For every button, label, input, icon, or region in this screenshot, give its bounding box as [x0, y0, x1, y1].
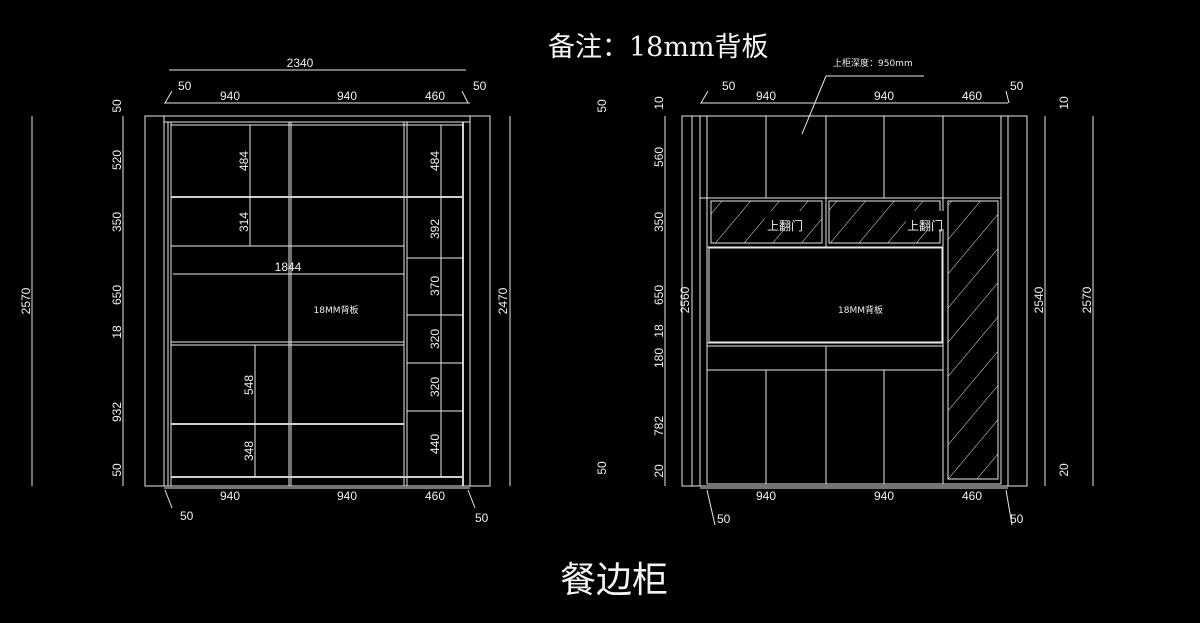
- dim-label: 50: [180, 509, 194, 523]
- dim-total-height: 2570: [1080, 286, 1094, 313]
- dim-label: 350: [110, 212, 124, 232]
- dim-label: 932: [110, 402, 124, 422]
- back-panel-label: 18MM背板: [838, 304, 883, 316]
- dim-label: 370: [428, 276, 442, 296]
- dim-label: 50: [110, 99, 124, 113]
- dim-height-2540: 2540: [1032, 286, 1046, 313]
- dim-label: 520: [110, 150, 124, 170]
- dim-label: 350: [652, 212, 666, 232]
- dim-label: 10: [1057, 96, 1071, 110]
- dim-label: 50: [1010, 512, 1024, 526]
- dim-label: 650: [110, 285, 124, 305]
- flip-door-label: 上翻门: [767, 218, 803, 233]
- dim-overall-width: 2340: [287, 56, 314, 70]
- dim-label: 18: [110, 325, 124, 339]
- flip-door-label: 上翻门: [907, 218, 943, 233]
- dim-label: 50: [722, 79, 736, 93]
- dim-label: 348: [242, 441, 256, 461]
- note-text: 备注：18mm背板: [548, 32, 769, 63]
- dim-label: 940: [337, 89, 357, 103]
- dim-label: 548: [242, 375, 256, 395]
- right-elevation: 上翻门 上翻门 18MM背板 上柜深度：950mm 50 940 940 460…: [652, 57, 1094, 526]
- dim-label: 460: [425, 89, 445, 103]
- dim-label: 1844: [275, 260, 302, 274]
- dim-label: 10: [652, 96, 666, 110]
- dim-right-height: 2470: [496, 287, 510, 314]
- dim-label: 20: [652, 464, 666, 478]
- dim-label: 50: [717, 512, 731, 526]
- depth-note: 上柜深度：950mm: [833, 57, 913, 69]
- dim-label: 484: [428, 151, 442, 171]
- dim-label: 940: [874, 89, 894, 103]
- dim-label: 940: [756, 489, 776, 503]
- dim-label: 392: [428, 219, 442, 239]
- left-elevation: 2340 50 940 940 460 50 50 940 940 460 50…: [19, 56, 609, 525]
- dim-label: 460: [425, 489, 445, 503]
- dim-label: 20: [1057, 463, 1071, 477]
- dim-label: 50: [1010, 79, 1024, 93]
- dim-label: 782: [652, 416, 666, 436]
- dim-label: 18: [652, 324, 666, 338]
- dim-label: 940: [220, 89, 240, 103]
- dim-label: 460: [962, 89, 982, 103]
- tall-glass-door: [947, 200, 999, 480]
- dim-label: 440: [428, 434, 442, 454]
- dim-label: 50: [475, 511, 489, 525]
- drawing-title: 餐边柜: [560, 560, 668, 601]
- dim-label: 50: [595, 99, 609, 113]
- dim-label: 50: [178, 79, 192, 93]
- dim-label: 320: [428, 329, 442, 349]
- dim-label: 320: [428, 377, 442, 397]
- dim-label: 650: [652, 285, 666, 305]
- dim-label: 940: [337, 489, 357, 503]
- dim-label: 50: [110, 463, 124, 477]
- dim-total-height: 2570: [19, 287, 33, 314]
- dim-inner-height: 2560: [678, 286, 692, 313]
- dim-label: 484: [237, 151, 251, 171]
- dim-label: 940: [220, 489, 240, 503]
- dim-label: 560: [652, 147, 666, 167]
- dim-label: 314: [237, 212, 251, 232]
- back-panel-label: 18MM背板: [314, 304, 359, 316]
- dim-label: 180: [652, 348, 666, 368]
- dim-label: 50: [473, 79, 487, 93]
- dim-label: 940: [756, 89, 776, 103]
- dim-label: 460: [962, 489, 982, 503]
- dim-label: 50: [595, 461, 609, 475]
- dim-label: 940: [874, 489, 894, 503]
